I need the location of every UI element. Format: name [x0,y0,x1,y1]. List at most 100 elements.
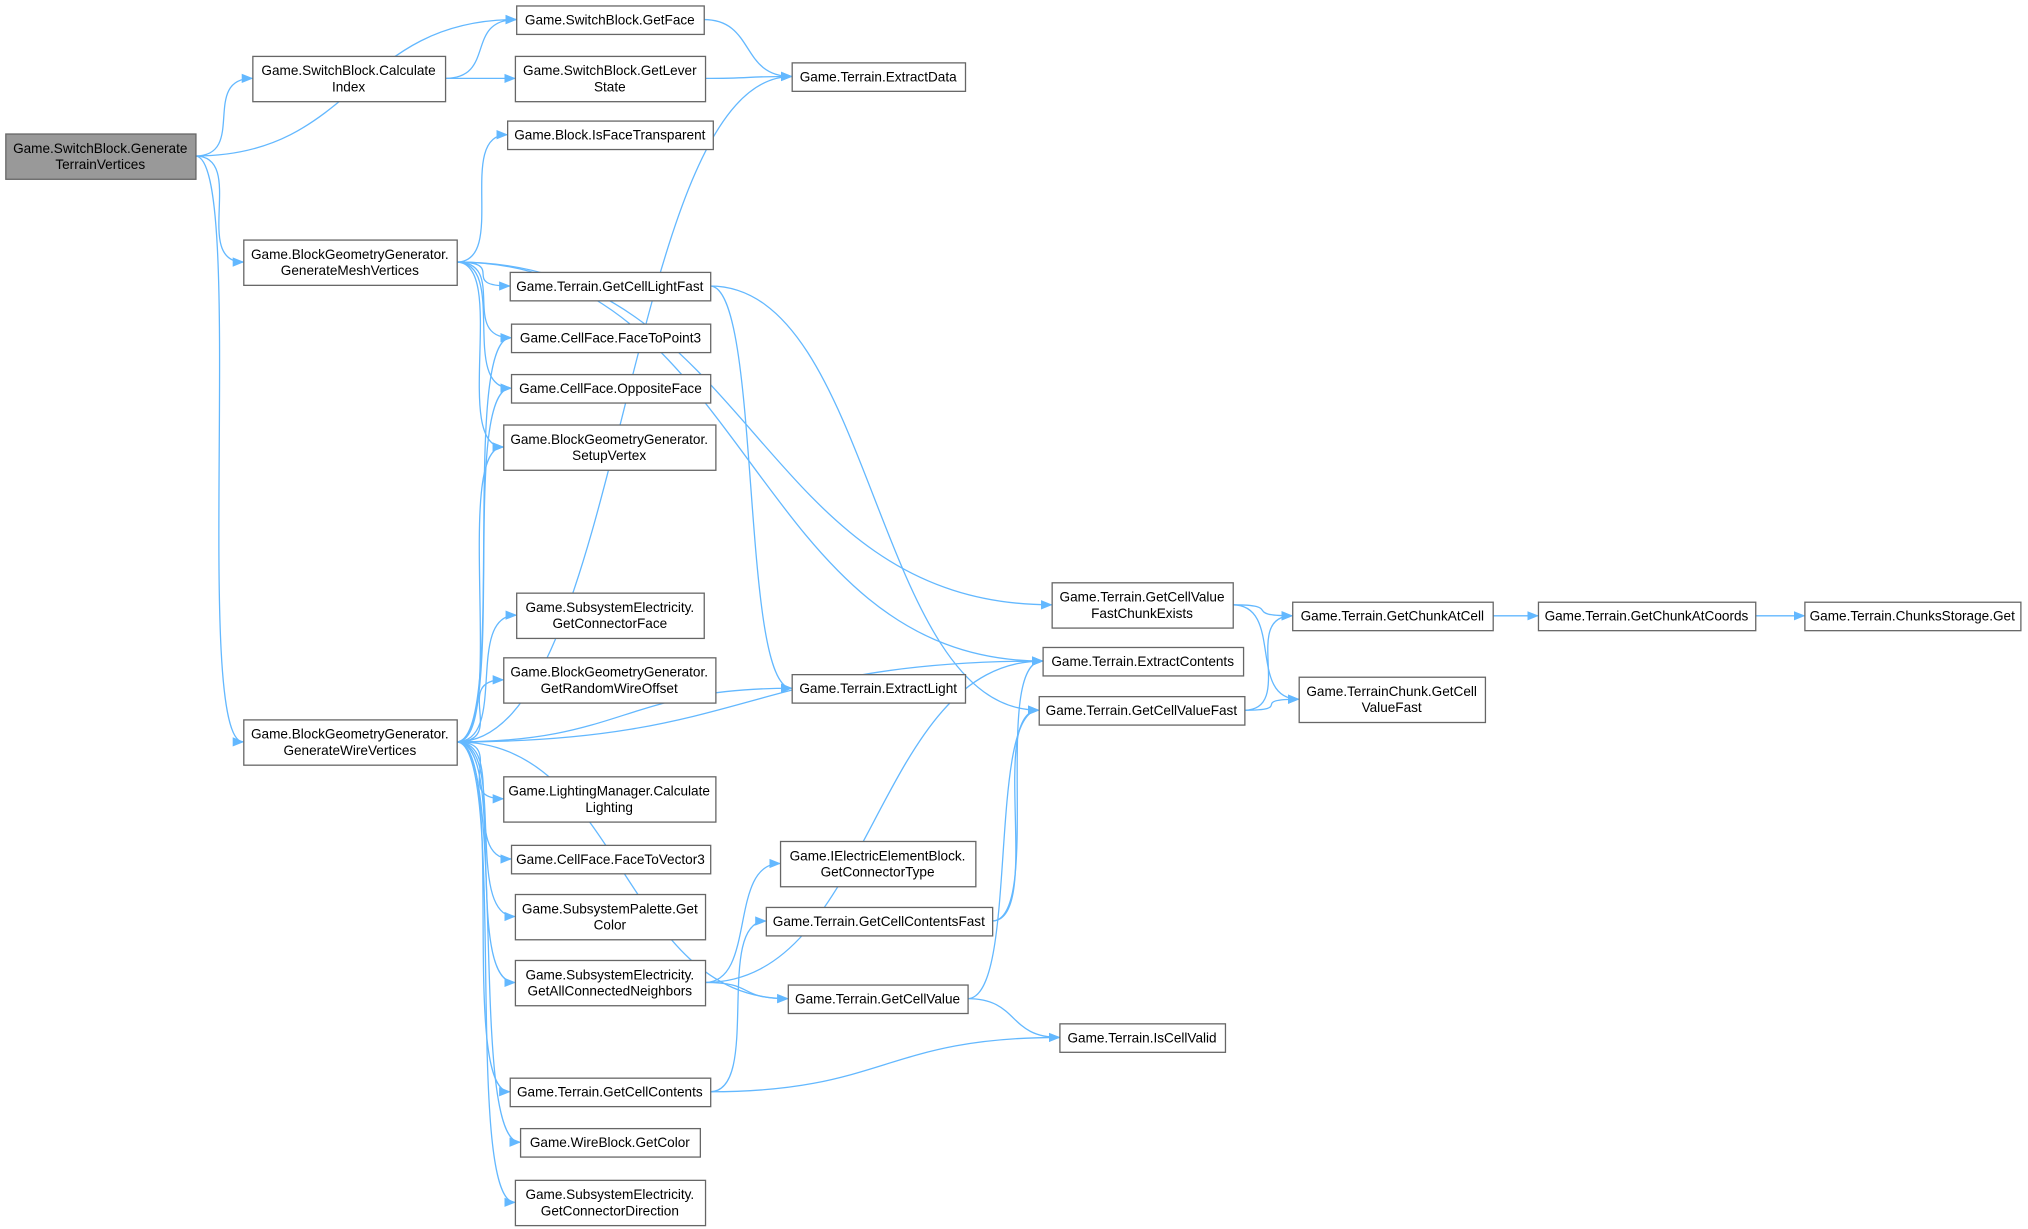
function-node[interactable]: Game.SwitchBlock.GetFace [516,5,705,36]
function-node[interactable]: Game.SubsystemElectricity.GetConnectorDi… [514,1179,707,1227]
function-node[interactable]: Game.Terrain.GetChunkAtCoords [1537,601,1757,632]
edge-n18-n26 [704,858,782,984]
node-label: Game.SwitchBlock.Calculate [261,63,435,78]
function-node[interactable]: Game.Terrain.ExtractLight [791,673,967,704]
node-box [510,373,712,404]
node-label: Game.SubsystemElectricity. [525,1187,694,1202]
node-box [787,984,969,1015]
node-label: FastChunkExists [1091,606,1193,621]
edge-n14-n10 [456,383,513,743]
nodes-layer: Game.SwitchBlock.GenerateTerrainVertices… [5,5,2022,1227]
edge-n7-n10 [456,261,513,393]
function-node[interactable]: Game.SubsystemElectricity.GetConnectorFa… [516,592,705,640]
edge-n25-n30 [1244,611,1294,711]
function-node[interactable]: Game.BlockGeometryGenerator.GetRandomWir… [503,657,717,704]
edge-n1-n3 [195,73,254,157]
node-label: Game.CellFace.FaceToVector3 [516,852,705,867]
edge-n7-n9 [456,261,513,343]
node-label: GetRandomWireOffset [541,681,678,696]
node-box [243,719,458,766]
node-box [510,844,712,875]
edge-n14-n5 [456,71,793,743]
node-box [791,673,967,704]
function-node[interactable]: Game.TerrainChunk.GetCellValueFast [1298,676,1487,724]
function-node[interactable]: Game.BlockGeometryGenerator.GenerateMesh… [243,239,458,286]
function-node[interactable]: Game.Terrain.IsCellValid [1059,1023,1227,1053]
node-box [514,893,707,941]
node-box [503,424,717,471]
edge-n22-n31 [1232,604,1300,704]
node-box [519,1127,702,1158]
edge-n14-n21 [456,741,516,1207]
function-node[interactable]: Game.SubsystemElectricity.GetAllConnecte… [514,959,707,1007]
function-node[interactable]: Game.CellFace.OppositeFace [510,373,712,404]
node-label: Game.Terrain.ChunksStorage.Get [1810,609,2016,624]
node-label: Game.IElectricElementBlock. [790,848,966,863]
node-label: Game.Terrain.GetCellLightFast [516,279,703,294]
node-label: Game.SubsystemPalette.Get [522,901,698,916]
function-node[interactable]: Game.Terrain.GetCellLightFast [509,271,712,302]
function-node[interactable]: Game.Terrain.GetChunkAtCell [1292,601,1494,632]
node-label: GetConnectorType [821,864,935,879]
edge-n14-n12 [456,610,518,743]
edge-n14-n20 [456,741,522,1147]
function-node[interactable]: Game.Block.IsFaceTransparent [507,120,714,151]
node-box [1051,582,1234,629]
edge-n8-n24 [709,285,793,693]
edge-n18-n28 [704,981,789,1004]
edge-n14-n13 [456,675,505,743]
node-label: Lighting [585,800,633,815]
node-box [1298,676,1487,724]
function-node[interactable]: Game.Terrain.ExtractContents [1042,646,1245,677]
function-node[interactable]: Game.IElectricElementBlock.GetConnectorT… [779,840,977,888]
function-node[interactable]: Game.BlockGeometryGenerator.SetupVertex [503,424,717,471]
node-box [1537,601,1757,632]
node-label: Game.Terrain.ExtractLight [799,681,957,696]
node-label: Game.SubsystemElectricity. [525,967,694,982]
node-label: Game.SwitchBlock.GetLever [523,63,697,78]
edge-n18-n23 [704,656,1044,984]
node-label: Game.Terrain.GetCellContents [517,1085,703,1100]
function-node[interactable]: Game.Terrain.GetCellContents [509,1077,712,1108]
edge-n4-n5 [704,71,793,82]
function-node[interactable]: Game.Terrain.GetCellContentsFast [765,906,994,937]
edge-n7-n6 [456,130,509,263]
node-label: Game.SubsystemElectricity. [525,600,694,615]
node-box [509,1077,712,1108]
node-box [252,55,447,103]
function-node[interactable]: Game.Terrain.ExtractData [791,62,967,92]
node-box [516,5,705,36]
edge-n14-n11 [456,442,505,743]
edge-n14-n23 [456,656,1044,743]
node-box [516,592,705,640]
function-node[interactable]: Game.CellFace.FaceToVector3 [510,844,712,875]
function-node[interactable]: Game.Terrain.ChunksStorage.Get [1804,601,2022,632]
node-box [510,323,712,354]
function-node[interactable]: Game.Terrain.GetCellValueFast [1038,695,1246,726]
node-box [514,959,707,1007]
function-node[interactable]: Game.BlockGeometryGenerator.GenerateWire… [243,719,458,766]
node-label: Game.SwitchBlock.GetFace [525,12,695,27]
node-label: Color [594,917,627,932]
node-label: GenerateWireVertices [283,743,416,758]
node-label: Game.CellFace.OppositeFace [519,381,702,396]
node-label: Game.TerrainChunk.GetCell [1306,684,1477,699]
function-node[interactable]: Game.WireBlock.GetColor [519,1127,702,1158]
node-box [503,657,717,704]
edge-n28-n25 [967,705,1040,1000]
function-node[interactable]: Game.SubsystemPalette.GetColor [514,893,707,941]
edge-n25-n31 [1244,694,1300,711]
function-node[interactable]: Game.CellFace.FaceToPoint3 [510,323,712,354]
function-node[interactable]: Game.Terrain.GetCellValue [787,984,969,1015]
node-label: Game.Terrain.GetChunkAtCell [1301,609,1484,624]
node-label: Game.Terrain.GetCellContentsFast [773,914,985,929]
edge-n22-n30 [1232,604,1294,621]
node-label: Game.BlockGeometryGenerator. [251,727,449,742]
node-box [507,120,714,151]
